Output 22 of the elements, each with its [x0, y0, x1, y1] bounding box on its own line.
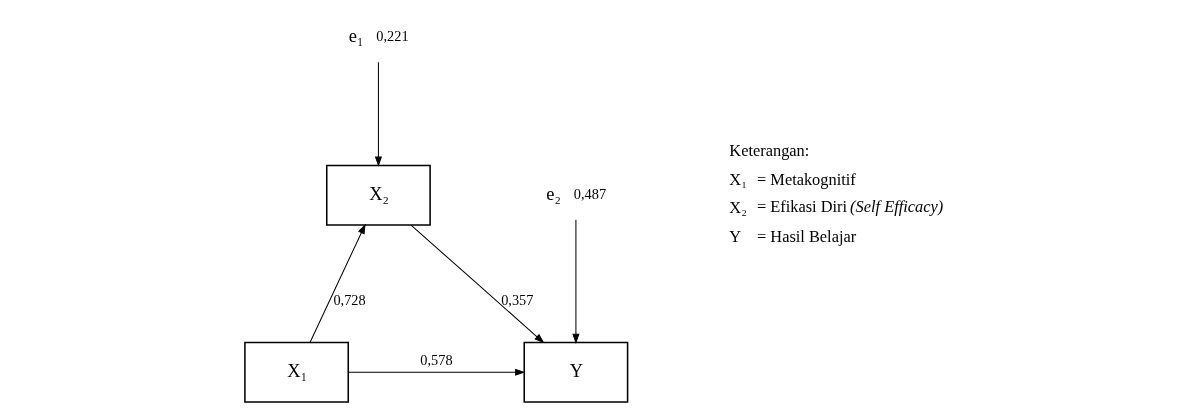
label: Y — [728, 226, 741, 246]
edge-label: 0,578 — [419, 351, 453, 368]
arrow — [347, 368, 525, 376]
node-text: e₂ — [545, 183, 561, 204]
label: X₁ — [728, 169, 747, 189]
arrow — [374, 61, 382, 167]
edge-label: 0,357 — [500, 291, 533, 308]
edge-label: 0,728 — [332, 291, 366, 308]
arrow — [309, 223, 366, 343]
label: Keterangan: — [728, 140, 809, 160]
label: = Efikasi Diri (Self Efficacy) — [756, 196, 943, 216]
arrow — [410, 224, 544, 343]
node-label: 0,487 — [573, 185, 606, 202]
label: = Metakognitif — [756, 169, 856, 189]
label: X₂ — [728, 197, 747, 217]
node-box: Y — [522, 341, 628, 403]
node-box: X₁ — [243, 341, 349, 403]
label: = Hasil Belajar — [756, 226, 856, 246]
node-box: X₂ — [325, 164, 431, 226]
arrow — [571, 218, 579, 344]
node-text: e₁ — [348, 25, 363, 46]
node-label: 0,221 — [375, 27, 409, 44]
